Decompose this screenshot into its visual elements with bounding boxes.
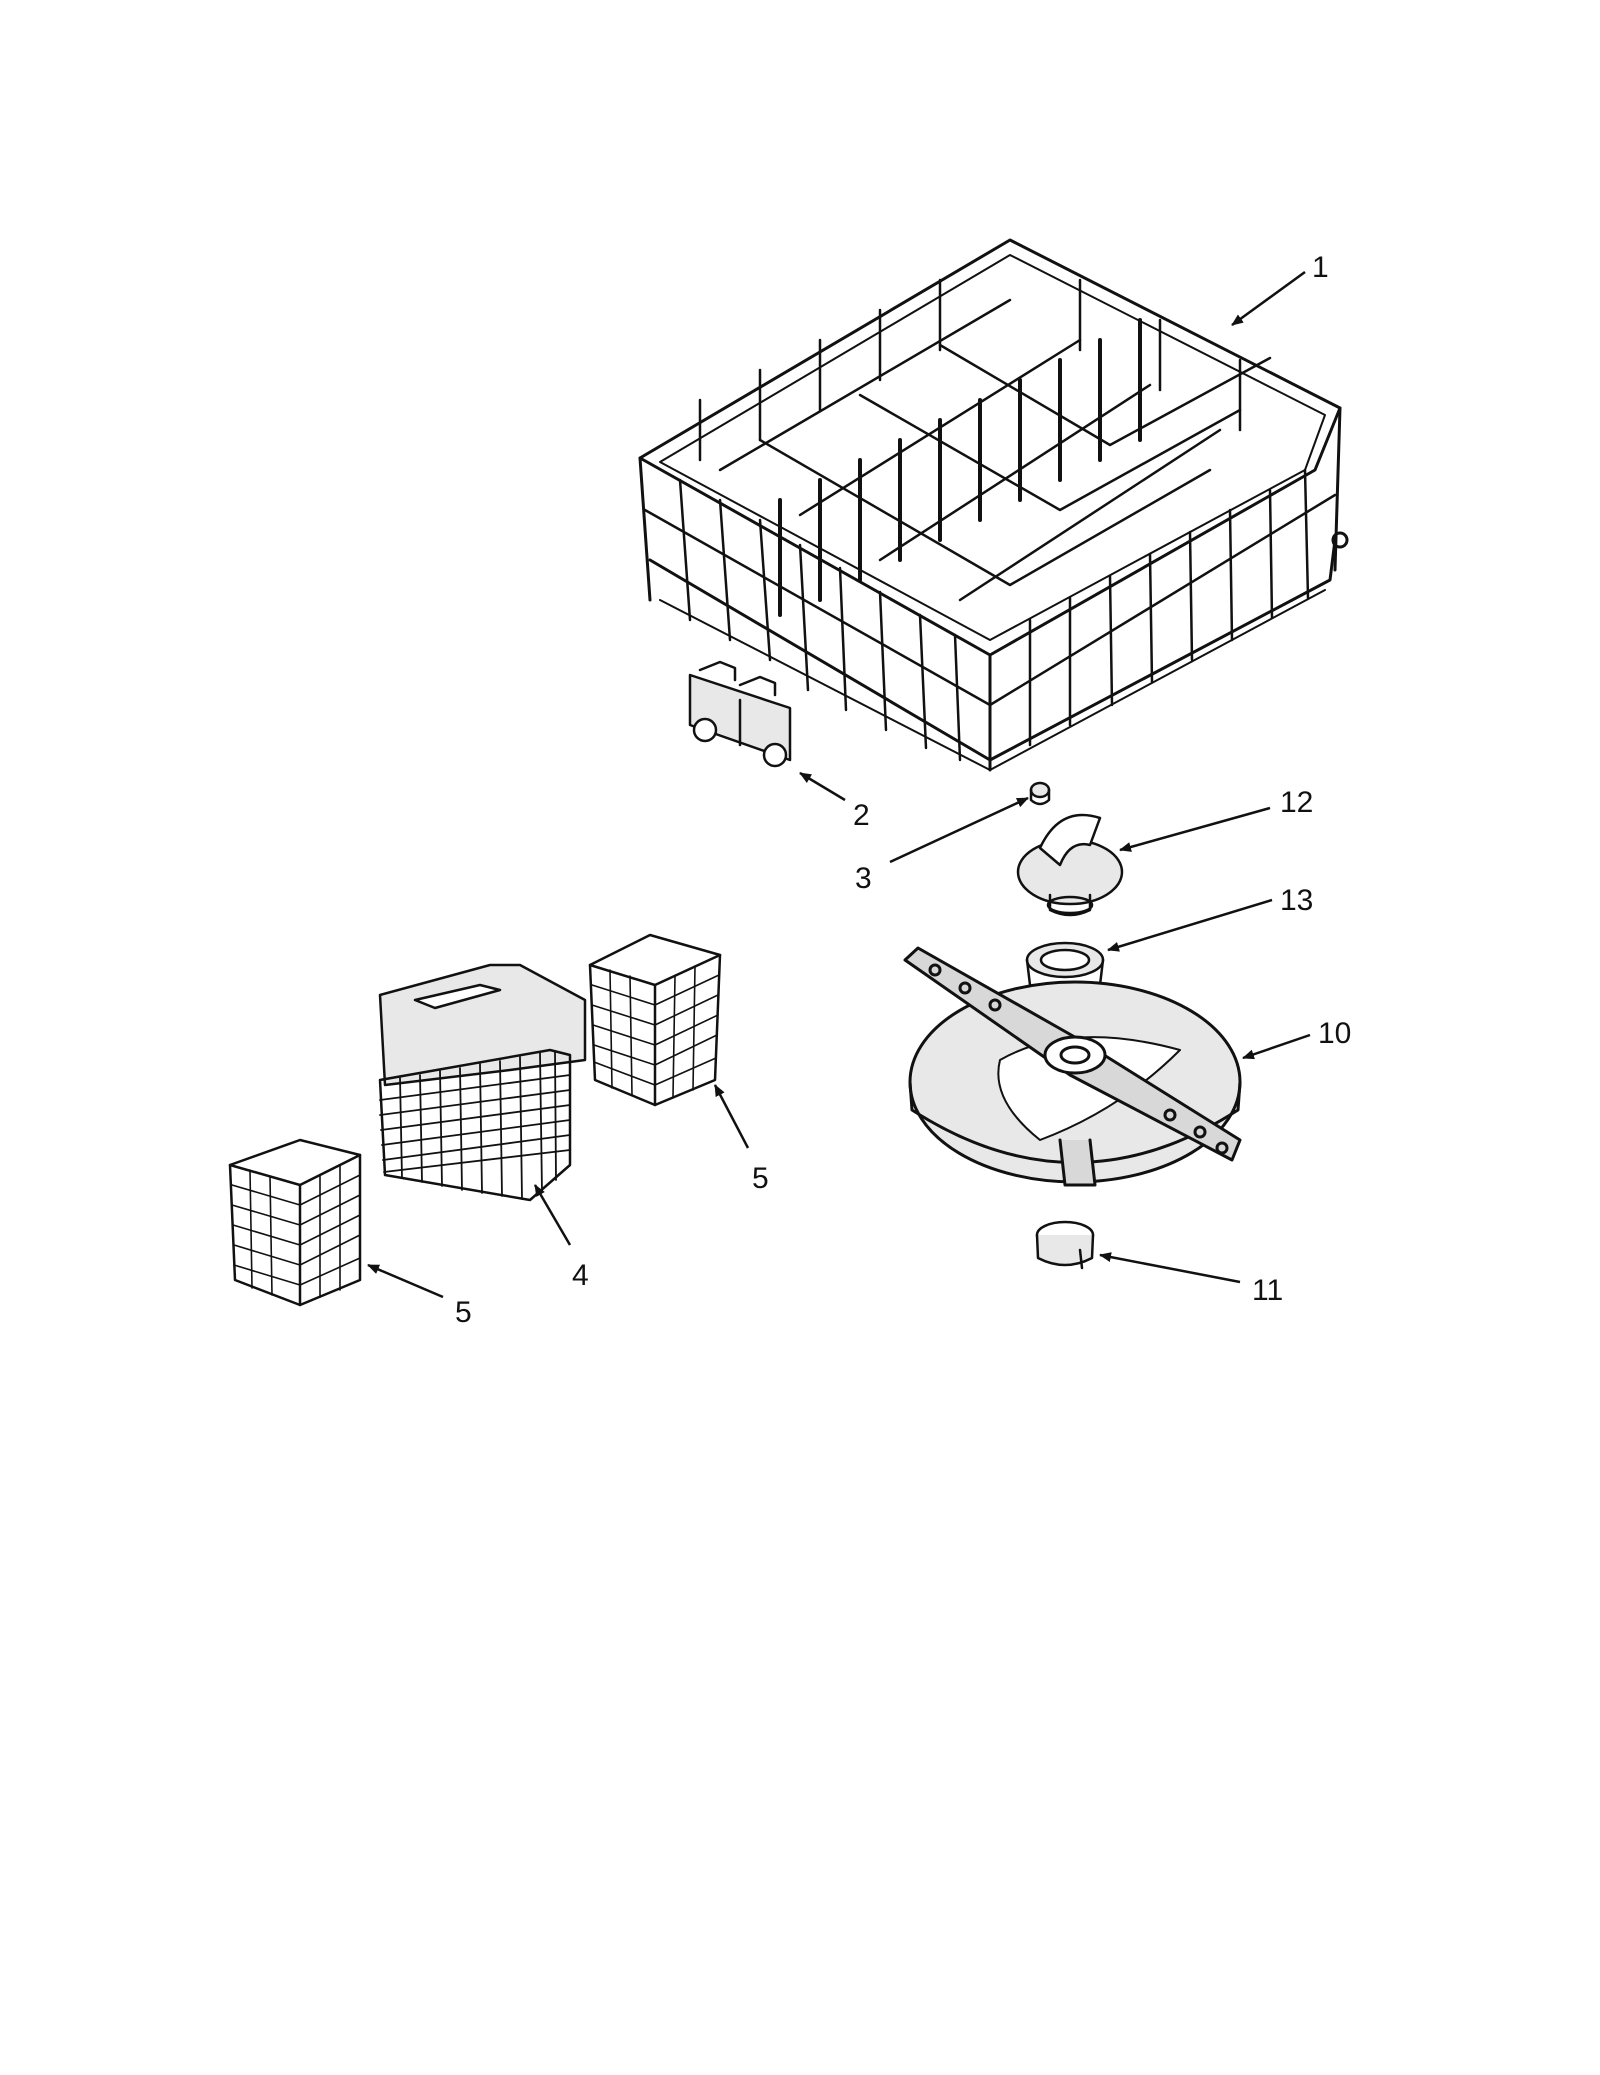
leader-5b bbox=[367, 1263, 444, 1299]
leader-lines bbox=[367, 270, 1311, 1299]
leader-12 bbox=[1119, 806, 1271, 852]
callout-5a: 5 bbox=[752, 1162, 769, 1195]
callout-11: 11 bbox=[1252, 1274, 1283, 1307]
leader-4 bbox=[533, 1184, 572, 1246]
rack-wheel-assembly bbox=[688, 660, 792, 768]
callout-2: 2 bbox=[853, 799, 870, 832]
callout-10: 10 bbox=[1318, 1017, 1351, 1050]
lower-spray-arm bbox=[903, 946, 1242, 1187]
callout-1: 1 bbox=[1312, 251, 1329, 284]
silverware-basket-large bbox=[378, 963, 587, 1202]
silverware-basket-small-right bbox=[588, 933, 722, 1107]
small-plug bbox=[1029, 781, 1051, 806]
callout-5b: 5 bbox=[455, 1296, 472, 1329]
leader-1 bbox=[1231, 270, 1306, 327]
spray-arm-hub bbox=[1016, 813, 1124, 917]
spray-arm-bearing-ring bbox=[1035, 1220, 1095, 1270]
callout-4: 4 bbox=[572, 1259, 589, 1292]
leader-3 bbox=[889, 796, 1029, 864]
leader-2 bbox=[799, 771, 846, 802]
spray-arm-seal bbox=[1025, 941, 1105, 997]
callout-labels: 1 2 3 12 13 10 11 4 5 5 bbox=[455, 251, 1351, 1329]
leader-10 bbox=[1242, 1033, 1311, 1060]
leader-13 bbox=[1107, 898, 1273, 952]
lower-dishrack bbox=[638, 238, 1349, 772]
callout-13: 13 bbox=[1280, 884, 1313, 917]
silverware-basket-small-left bbox=[228, 1138, 362, 1307]
callout-12: 12 bbox=[1280, 786, 1313, 819]
callout-3: 3 bbox=[855, 862, 872, 895]
leader-5a bbox=[713, 1084, 750, 1149]
leader-11 bbox=[1099, 1252, 1241, 1284]
